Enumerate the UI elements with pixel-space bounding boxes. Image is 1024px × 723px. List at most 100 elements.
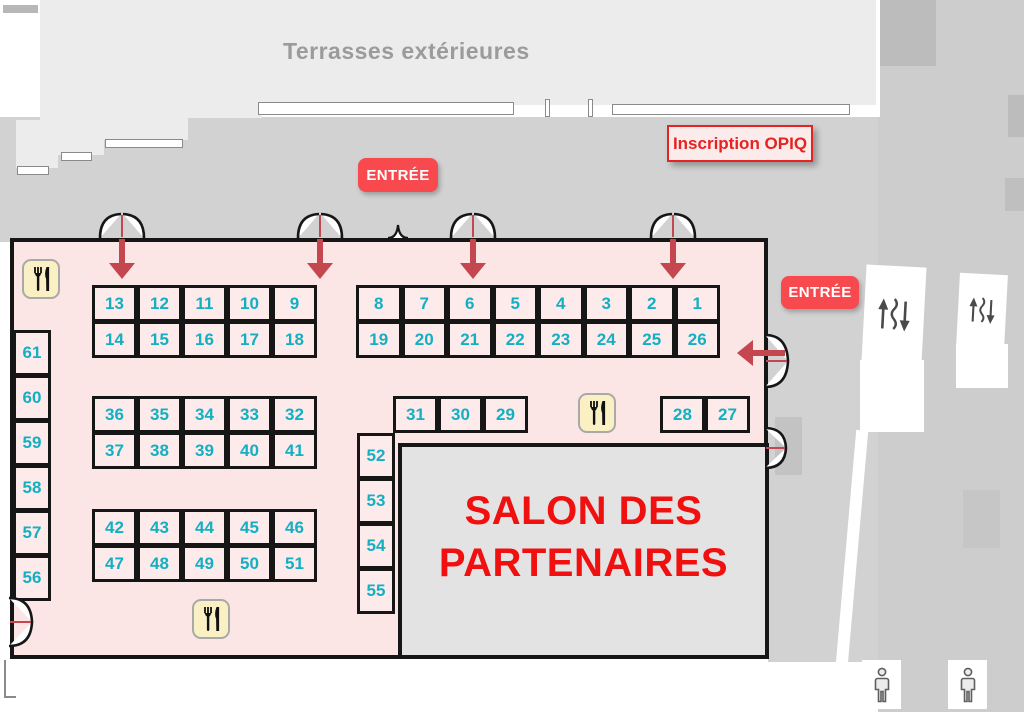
booth-60: 60 xyxy=(13,375,51,421)
booth-43: 43 xyxy=(137,509,182,546)
booth-3: 3 xyxy=(583,285,629,322)
booth-44: 44 xyxy=(182,509,227,546)
booth-35: 35 xyxy=(137,396,182,433)
fork-knife-icon xyxy=(192,599,230,639)
booth-39: 39 xyxy=(182,432,227,469)
booth-51: 51 xyxy=(272,545,317,582)
booth-59: 59 xyxy=(13,420,51,466)
booth-28: 28 xyxy=(660,396,705,433)
booth-8: 8 xyxy=(356,285,402,322)
person-icon xyxy=(948,660,987,709)
booth-46: 46 xyxy=(272,509,317,546)
fork-knife-icon xyxy=(578,393,616,433)
booth-11: 11 xyxy=(182,285,227,322)
salon-des-partenaires-box: SALON DES PARTENAIRES xyxy=(398,443,769,659)
booth-24: 24 xyxy=(583,321,629,358)
double-door-symbol xyxy=(449,212,497,239)
booth-2: 2 xyxy=(629,285,675,322)
booth-18: 18 xyxy=(272,321,317,358)
booth-33: 33 xyxy=(227,396,272,433)
terrace-window xyxy=(588,99,593,117)
booth-31: 31 xyxy=(393,396,438,433)
booth-54: 54 xyxy=(357,523,395,569)
entrance-arrow xyxy=(660,239,686,284)
booth-23: 23 xyxy=(538,321,584,358)
escalator-icon xyxy=(956,272,1008,350)
booth-58: 58 xyxy=(13,465,51,511)
double-door-symbol xyxy=(98,212,146,239)
entrance-arrow xyxy=(109,239,135,284)
booth-15: 15 xyxy=(137,321,182,358)
person-icon xyxy=(862,660,901,709)
double-door-symbol xyxy=(649,212,697,239)
booth-1: 1 xyxy=(674,285,720,322)
booth-26: 26 xyxy=(674,321,720,358)
terrace-window xyxy=(61,152,92,161)
booth-10: 10 xyxy=(227,285,272,322)
booth-16: 16 xyxy=(182,321,227,358)
terrace-window xyxy=(258,102,514,115)
entrance-arrow xyxy=(307,239,333,284)
salon-title: SALON DES PARTENAIRES xyxy=(439,485,728,589)
double-door-symbol xyxy=(296,212,344,239)
terrace-window xyxy=(612,104,850,115)
double-door-symbol xyxy=(763,426,788,470)
booth-34: 34 xyxy=(182,396,227,433)
booth-38: 38 xyxy=(137,432,182,469)
booth-14: 14 xyxy=(92,321,137,358)
entrance-arrow xyxy=(737,340,785,371)
booth-29: 29 xyxy=(483,396,528,433)
entree-top-badge: ENTRÉE xyxy=(358,158,438,192)
booth-52: 52 xyxy=(357,433,395,479)
booth-50: 50 xyxy=(227,545,272,582)
entree-right-badge: ENTRÉE xyxy=(781,276,859,309)
booth-41: 41 xyxy=(272,432,317,469)
booth-12: 12 xyxy=(137,285,182,322)
exterior-wall-mark xyxy=(4,660,16,698)
booth-56: 56 xyxy=(13,555,51,601)
booth-53: 53 xyxy=(357,478,395,524)
single-door-symbol xyxy=(387,223,409,240)
terrace-window xyxy=(105,139,183,148)
escalator-icon xyxy=(861,264,927,365)
background-patch xyxy=(956,344,1008,388)
salon-title-line1: SALON DES xyxy=(464,489,703,533)
fork-knife-icon xyxy=(22,259,60,299)
booth-37: 37 xyxy=(92,432,137,469)
terrace-window xyxy=(545,99,550,117)
booth-4: 4 xyxy=(538,285,584,322)
inscription-opiq-badge: Inscription OPIQ xyxy=(667,125,813,162)
terrace-label: Terrasses extérieures xyxy=(283,38,530,64)
entrance-arrow xyxy=(460,239,486,284)
background-patch xyxy=(3,5,38,13)
booth-9: 9 xyxy=(272,285,317,322)
background-patch xyxy=(860,360,924,432)
booth-61: 61 xyxy=(13,330,51,376)
booth-13: 13 xyxy=(92,285,137,322)
double-door-symbol xyxy=(7,596,34,648)
background-patch xyxy=(1008,95,1024,137)
booth-45: 45 xyxy=(227,509,272,546)
booth-19: 19 xyxy=(356,321,402,358)
booth-57: 57 xyxy=(13,510,51,556)
booth-48: 48 xyxy=(137,545,182,582)
booth-30: 30 xyxy=(438,396,483,433)
background-patch xyxy=(1005,178,1024,211)
booth-25: 25 xyxy=(629,321,675,358)
booth-40: 40 xyxy=(227,432,272,469)
booth-7: 7 xyxy=(401,285,447,322)
booth-27: 27 xyxy=(705,396,750,433)
booth-42: 42 xyxy=(92,509,137,546)
background-patch xyxy=(876,0,880,117)
booth-49: 49 xyxy=(182,545,227,582)
booth-20: 20 xyxy=(401,321,447,358)
background-patch xyxy=(963,490,1000,548)
booth-6: 6 xyxy=(447,285,493,322)
booth-32: 32 xyxy=(272,396,317,433)
terrace-window xyxy=(17,166,49,175)
background-patch xyxy=(880,0,936,66)
salon-title-line2: PARTENAIRES xyxy=(438,541,729,585)
booth-55: 55 xyxy=(357,568,395,614)
booth-36: 36 xyxy=(92,396,137,433)
